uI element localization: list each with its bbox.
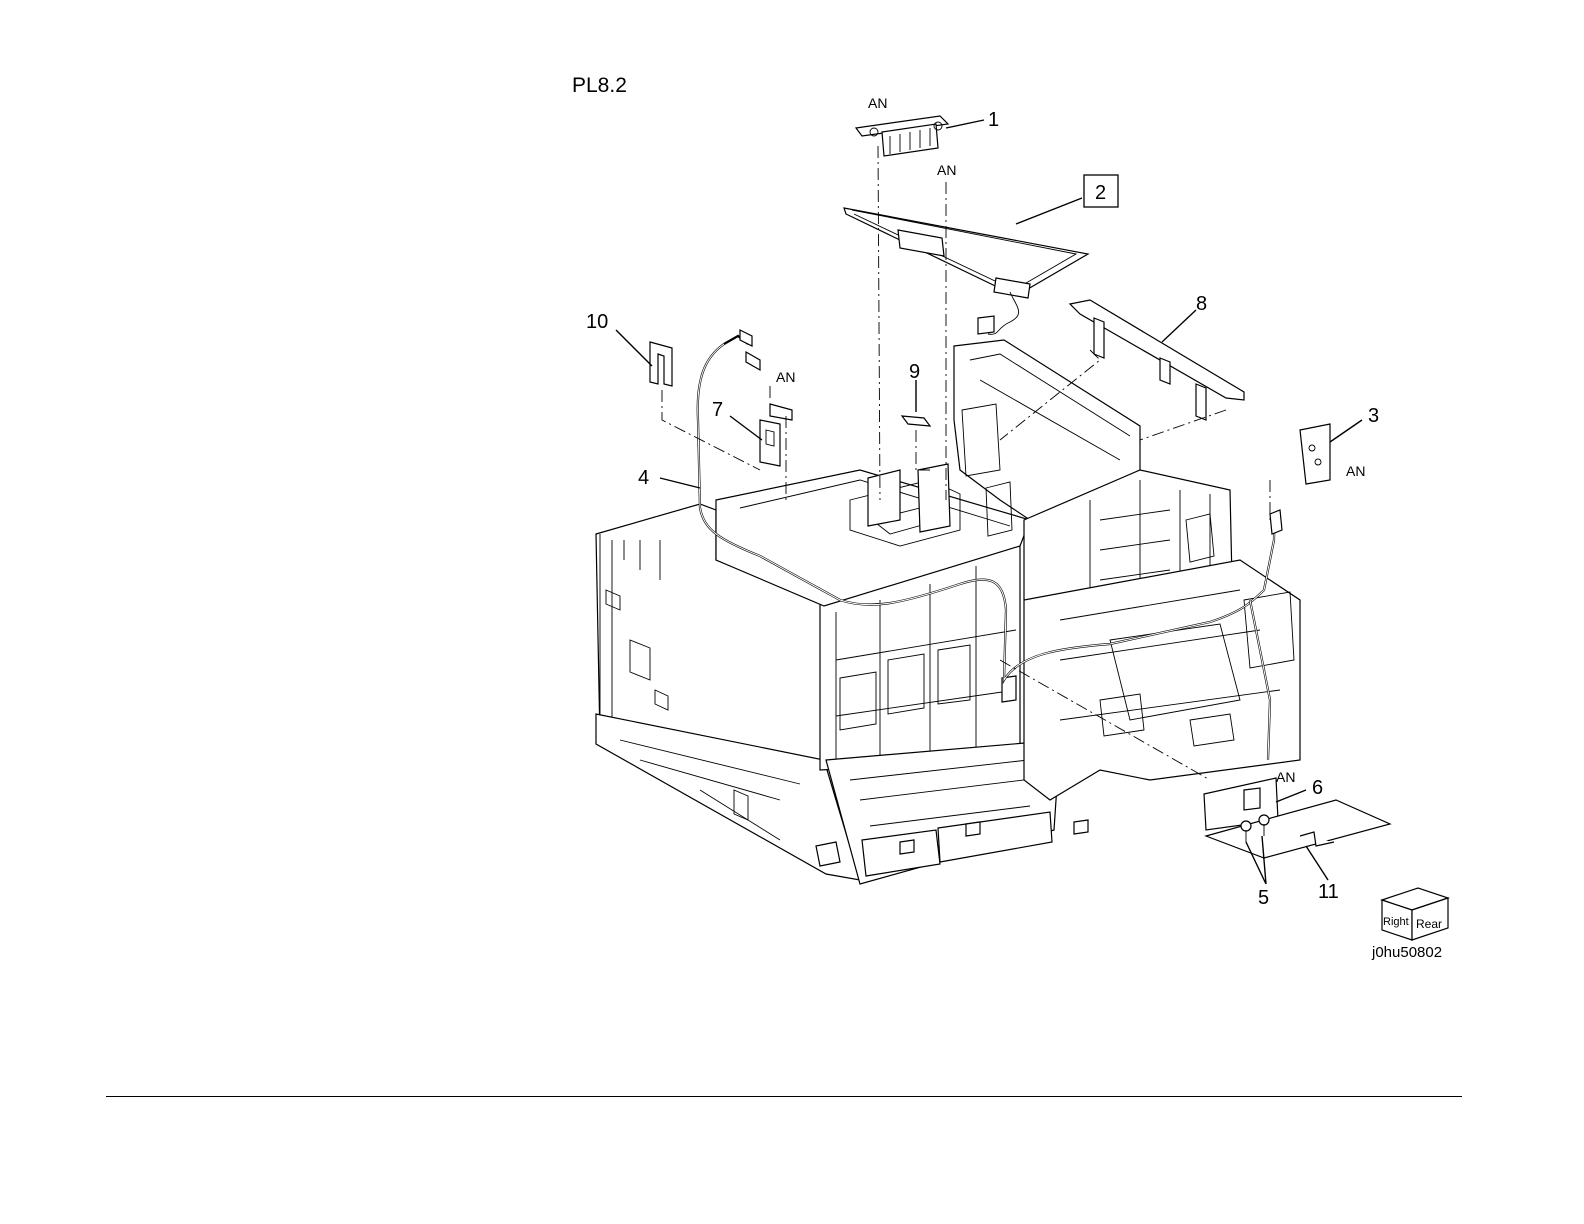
callout-7: 7 (712, 399, 723, 421)
callout-11: 11 (1318, 881, 1339, 903)
part-10-holder (650, 342, 672, 386)
main-frame-assembly (596, 340, 1300, 884)
part-7-sensor (760, 404, 792, 466)
callout-9: 9 (909, 361, 920, 383)
orientation-cube: Right Rear (1382, 888, 1448, 940)
an-label-2: AN (937, 162, 956, 178)
callout-3: 3 (1368, 405, 1379, 427)
cube-rear-label: Rear (1416, 917, 1442, 931)
callout-4: 4 (638, 467, 649, 489)
part-9-pad (902, 416, 930, 426)
callout-1: 1 (988, 109, 999, 131)
an-label-1: AN (868, 95, 887, 111)
callout-8: 8 (1196, 293, 1207, 315)
cube-right-label: Right (1383, 916, 1409, 928)
part-2-pwb-board (844, 208, 1088, 334)
an-label-5: AN (1276, 769, 1295, 785)
part-1-connector (856, 116, 948, 156)
footer-divider (106, 1096, 1462, 1097)
an-label-4: AN (1346, 463, 1365, 479)
figure-id-label: j0hu50802 (1372, 944, 1442, 961)
callout-5: 5 (1258, 887, 1269, 909)
callout-10: 10 (586, 311, 608, 333)
callout-2: 2 (1095, 182, 1106, 204)
callout-6: 6 (1312, 777, 1323, 799)
an-label-3: AN (776, 369, 795, 385)
part-3-plate (1300, 424, 1330, 484)
